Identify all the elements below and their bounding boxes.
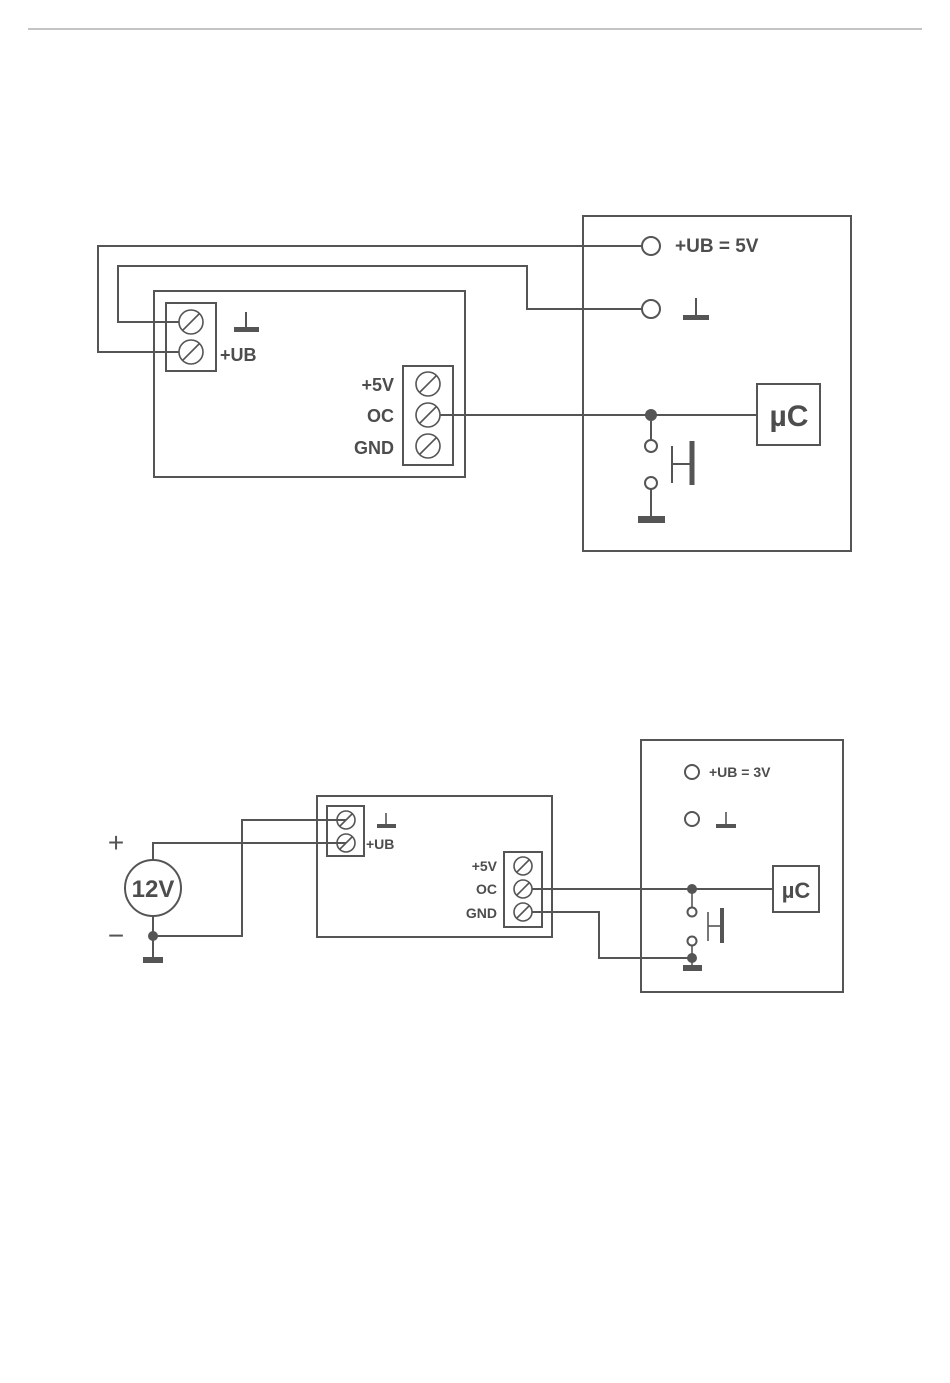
device-ground-symbol-icon xyxy=(683,298,709,320)
out-5v-label-2: +5V xyxy=(472,858,498,874)
push-button-icon xyxy=(638,421,692,523)
device-ground-symbol-icon-2 xyxy=(716,812,736,828)
out-gnd-label: GND xyxy=(354,438,394,458)
module-box-2 xyxy=(317,796,552,937)
screw-terminal-gnd xyxy=(179,310,203,334)
push-button-icon-2 xyxy=(683,893,722,971)
terminal-ub-label: +UB xyxy=(220,345,257,365)
supply-label: +UB = 5V xyxy=(675,236,759,257)
minus-label: − xyxy=(108,920,124,951)
input-terminal-block xyxy=(166,303,216,371)
diagram-2: 12V + − +UB xyxy=(108,740,843,992)
source-ground-icon xyxy=(143,936,163,963)
mcu-label-2: µC xyxy=(782,878,811,903)
out-5v-label: +5V xyxy=(361,375,394,395)
input-terminal-block-2 xyxy=(327,806,364,856)
ground-symbol-icon-2 xyxy=(377,813,396,828)
terminal-ub-label-2: +UB xyxy=(366,836,394,852)
wire-supply xyxy=(98,246,642,352)
ground-pin-2 xyxy=(685,812,699,826)
out-oc-label: OC xyxy=(367,406,394,426)
supply-pin xyxy=(642,237,660,255)
ground-symbol-icon xyxy=(234,312,259,332)
out-gnd-label-2: GND xyxy=(466,905,497,921)
mcu-label: µC xyxy=(770,400,809,433)
screw-terminal-gnd-out-2 xyxy=(514,903,532,921)
screw-terminal-5v xyxy=(416,372,440,396)
screw-terminal-5v-2 xyxy=(514,857,532,875)
plus-label: + xyxy=(108,827,124,858)
source-label: 12V xyxy=(132,876,175,903)
wire-ground xyxy=(118,266,642,322)
supply-pin-2 xyxy=(685,765,699,779)
junction-dot xyxy=(645,409,657,421)
wire-gnd-2 xyxy=(532,912,692,958)
screw-terminal-ub xyxy=(179,340,203,364)
screw-terminal-oc xyxy=(416,403,440,427)
screw-terminal-gnd-out xyxy=(416,434,440,458)
out-oc-label-2: OC xyxy=(476,881,497,897)
screw-terminal-oc-2 xyxy=(514,880,532,898)
ground-pin xyxy=(642,300,660,318)
supply-label-2: +UB = 3V xyxy=(709,764,771,780)
diagram-1: +UB +5V OC GND +UB = 5V xyxy=(98,216,851,551)
junction-dot-2 xyxy=(687,884,697,894)
module-box xyxy=(154,291,465,477)
